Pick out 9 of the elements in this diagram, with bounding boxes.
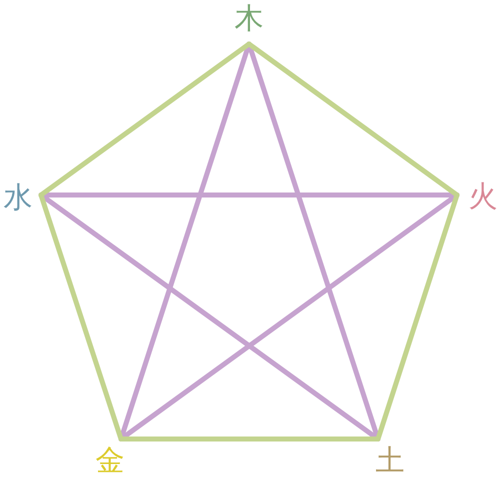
character-label: 金 <box>96 446 124 474</box>
character-label: 水 <box>4 182 32 212</box>
connector-line <box>246 42 460 198</box>
connector-line <box>118 436 380 442</box>
connector-line <box>38 42 252 198</box>
character-label: 木 <box>234 4 264 32</box>
character-label: 土 <box>376 446 404 474</box>
connector-line <box>38 192 124 442</box>
character-label: 火 <box>468 182 498 210</box>
